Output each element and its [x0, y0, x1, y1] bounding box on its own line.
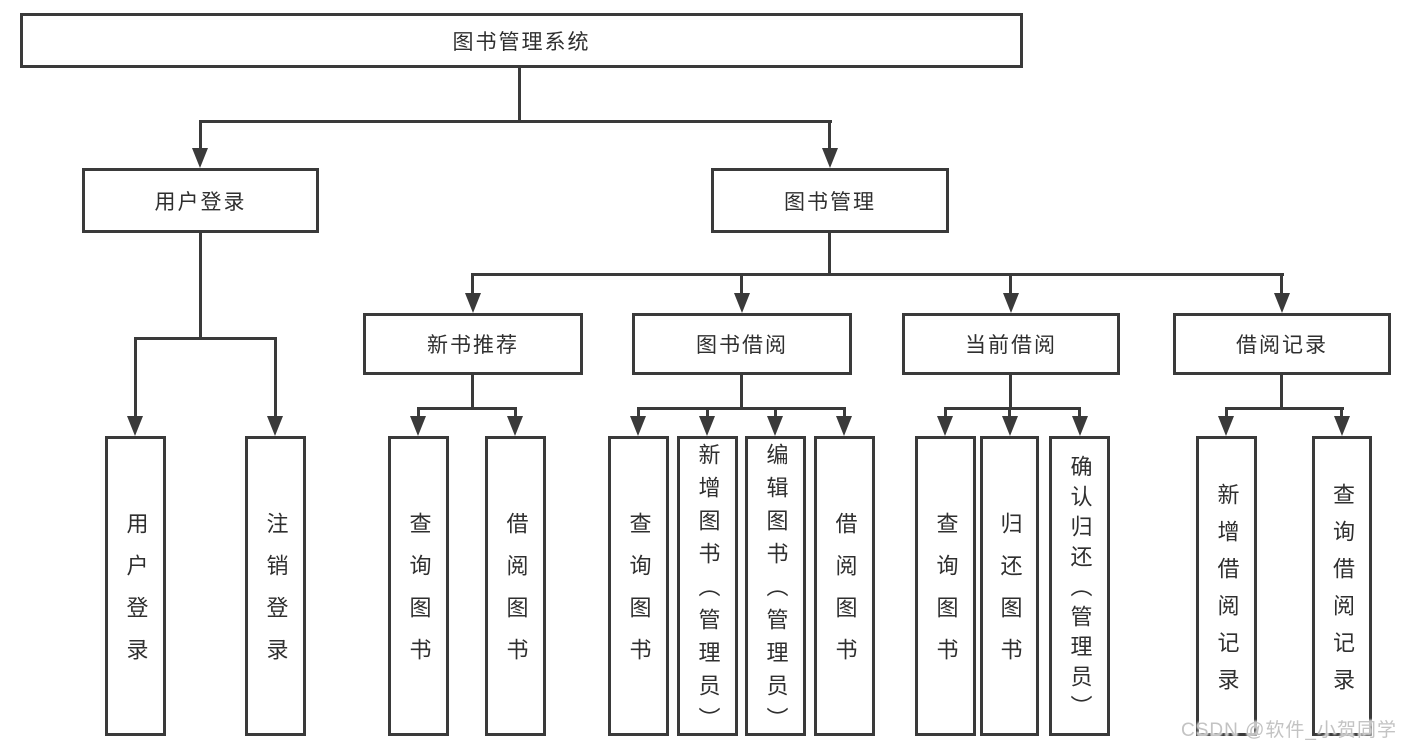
leaf-label: 查询图书 — [406, 512, 432, 680]
leaf-newbook-borrow-book: 借阅图书 — [485, 436, 546, 736]
arrow-down-icon — [822, 148, 838, 168]
arrow-down-icon — [767, 416, 783, 436]
arrow-down-icon — [1072, 416, 1088, 436]
connector-line — [199, 120, 832, 123]
connector-line — [944, 407, 1081, 410]
connector-line — [740, 273, 743, 294]
connector-line — [1009, 273, 1012, 294]
node-label: 图书借阅 — [696, 334, 788, 357]
arrow-down-icon — [267, 416, 283, 436]
leaf-logout-login: 注销登录 — [245, 436, 306, 736]
node-current-borrowing: 当前借阅 — [902, 313, 1120, 375]
connector-line — [471, 273, 1284, 276]
leaf-label: 查询借阅记录 — [1330, 482, 1355, 705]
connector-line — [471, 375, 474, 409]
leaf-label: 归还图书 — [997, 512, 1023, 680]
leaf-label: 编辑图书（管理员） — [763, 443, 789, 740]
arrow-down-icon — [1334, 416, 1350, 436]
leaf-label: 借阅图书 — [832, 512, 858, 680]
arrow-down-icon — [937, 416, 953, 436]
connector-line — [1009, 375, 1012, 409]
node-library-management-system: 图书管理系统 — [20, 13, 1023, 68]
connector-line — [134, 337, 137, 417]
leaf-label: 确认归还（管理员） — [1067, 455, 1093, 725]
node-label: 图书管理 — [784, 190, 876, 214]
arrow-down-icon — [734, 293, 750, 313]
connector-line — [944, 407, 947, 417]
connector-line — [134, 337, 276, 340]
leaf-label: 新增图书（管理员） — [695, 443, 721, 740]
leaf-newbook-query-book: 查询图书 — [388, 436, 449, 736]
node-borrowing-records: 借阅记录 — [1173, 313, 1391, 375]
leaf-user-login: 用户登录 — [105, 436, 166, 736]
node-book-management: 图书管理 — [711, 168, 949, 233]
leaf-label: 新增借阅记录 — [1214, 482, 1240, 705]
connector-line — [1280, 375, 1283, 409]
arrow-down-icon — [1003, 293, 1019, 313]
leaf-label: 查询图书 — [626, 512, 652, 680]
connector-line — [1340, 407, 1343, 417]
arrow-down-icon — [1274, 293, 1290, 313]
arrow-down-icon — [507, 416, 523, 436]
leaf-label: 借阅图书 — [503, 512, 529, 680]
csdn-watermark: CSDN @软件_小贺同学 — [1181, 720, 1397, 741]
leaf-label: 注销登录 — [263, 512, 289, 680]
leaf-current-query-book: 查询图书 — [915, 436, 976, 736]
arrow-down-icon — [465, 293, 481, 313]
connector-line — [274, 337, 277, 417]
arrow-down-icon — [192, 148, 208, 168]
connector-line — [471, 273, 474, 294]
connector-line — [774, 407, 777, 417]
arrow-down-icon — [836, 416, 852, 436]
arrow-down-icon — [699, 416, 715, 436]
connector-line — [740, 375, 743, 409]
connector-line — [637, 407, 640, 417]
connector-line — [199, 233, 202, 337]
connector-line — [1008, 407, 1011, 417]
arrow-down-icon — [1218, 416, 1234, 436]
connector-line — [514, 407, 517, 417]
node-new-book-recommend: 新书推荐 — [363, 313, 583, 375]
connector-line — [828, 120, 831, 150]
connector-line — [843, 407, 846, 417]
connector-line — [706, 407, 709, 417]
connector-line — [828, 233, 831, 275]
node-label: 新书推荐 — [427, 334, 519, 357]
leaf-borrowing-borrow-book: 借阅图书 — [814, 436, 875, 736]
leaf-borrowing-add-book-admin: 新增图书（管理员） — [677, 436, 738, 740]
connector-line — [518, 68, 521, 120]
connector-line — [637, 407, 846, 410]
leaf-current-confirm-return-admin: 确认归还（管理员） — [1049, 436, 1110, 736]
node-label: 用户登录 — [154, 190, 247, 214]
arrow-down-icon — [127, 416, 143, 436]
connector-line — [417, 407, 420, 417]
node-label: 借阅记录 — [1236, 334, 1328, 357]
connector-line — [1280, 273, 1283, 294]
leaf-records-add-record: 新增借阅记录 — [1196, 436, 1257, 736]
node-label: 图书管理系统 — [452, 30, 591, 54]
node-user-login: 用户登录 — [82, 168, 319, 233]
leaf-borrowing-edit-book-admin: 编辑图书（管理员） — [745, 436, 806, 740]
arrow-down-icon — [1002, 416, 1018, 436]
arrow-down-icon — [630, 416, 646, 436]
leaf-records-query-record: 查询借阅记录 — [1312, 436, 1372, 736]
connector-line — [1225, 407, 1228, 417]
arrow-down-icon — [410, 416, 426, 436]
connector-line — [199, 120, 202, 150]
leaf-borrowing-query-book: 查询图书 — [608, 436, 669, 736]
leaf-label: 用户登录 — [123, 512, 149, 680]
leaf-label: 查询图书 — [933, 512, 959, 680]
connector-line — [417, 407, 517, 410]
connector-line — [1225, 407, 1344, 410]
leaf-current-return-book: 归还图书 — [980, 436, 1039, 736]
node-book-borrowing: 图书借阅 — [632, 313, 852, 375]
node-label: 当前借阅 — [965, 334, 1057, 357]
connector-line — [1078, 407, 1081, 417]
